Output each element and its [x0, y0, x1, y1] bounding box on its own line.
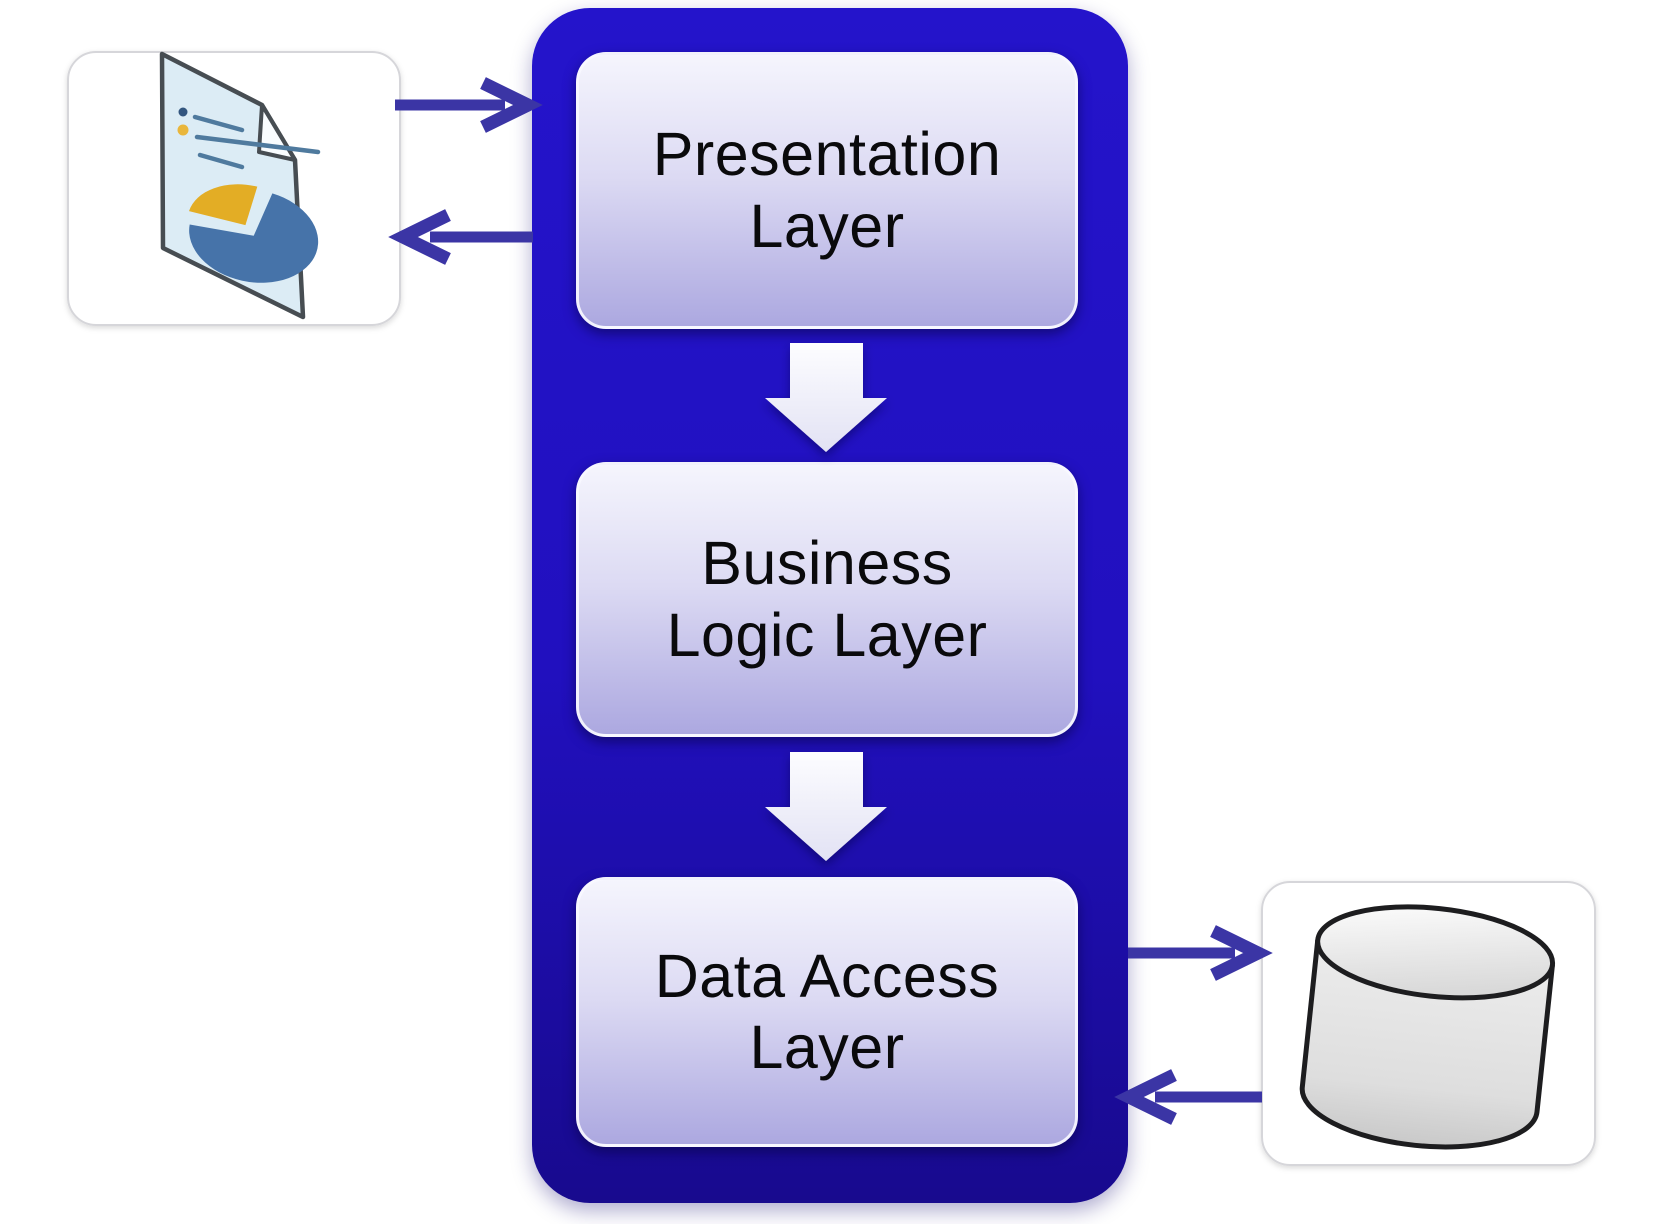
- arrow-database-to-stack: [1114, 1069, 1262, 1125]
- business-logic-layer-label: Business Logic Layer: [666, 529, 988, 669]
- bullet-line-2: [194, 134, 321, 155]
- data-access-layer-label: Data Access Layer: [654, 941, 1000, 1081]
- bullet-line-1: [192, 114, 245, 133]
- document-page: [159, 51, 306, 320]
- arrow-stack-to-client: [388, 209, 533, 265]
- pie-slice-blue: [189, 193, 319, 283]
- database-cylinder-icon: [1299, 904, 1556, 1150]
- bullet-line-3: [197, 152, 245, 170]
- arrow-stack-to-database: [1128, 925, 1273, 981]
- cylinder-body: [1299, 939, 1555, 1150]
- business-logic-layer-box: Business Logic Layer: [576, 462, 1078, 737]
- pie-slice-yellow: [188, 184, 258, 226]
- database-node-card: [1261, 881, 1596, 1166]
- pie-chart-glyph: [188, 184, 319, 283]
- client-node-card: [67, 51, 401, 326]
- arrow-client-to-stack: [395, 77, 543, 133]
- document-chart-icon: [159, 51, 321, 320]
- cylinder-top: [1315, 904, 1556, 1001]
- document-fold-corner: [257, 103, 297, 162]
- presentation-layer-label: Presentation Layer: [652, 120, 1002, 260]
- bullet-dot-yellow: [177, 124, 189, 136]
- data-access-layer-box: Data Access Layer: [576, 877, 1078, 1147]
- presentation-layer-box: Presentation Layer: [576, 52, 1078, 329]
- layer-stack-container: Presentation Layer Business Logic Layer …: [532, 8, 1128, 1203]
- bullet-dot-blue: [178, 107, 188, 117]
